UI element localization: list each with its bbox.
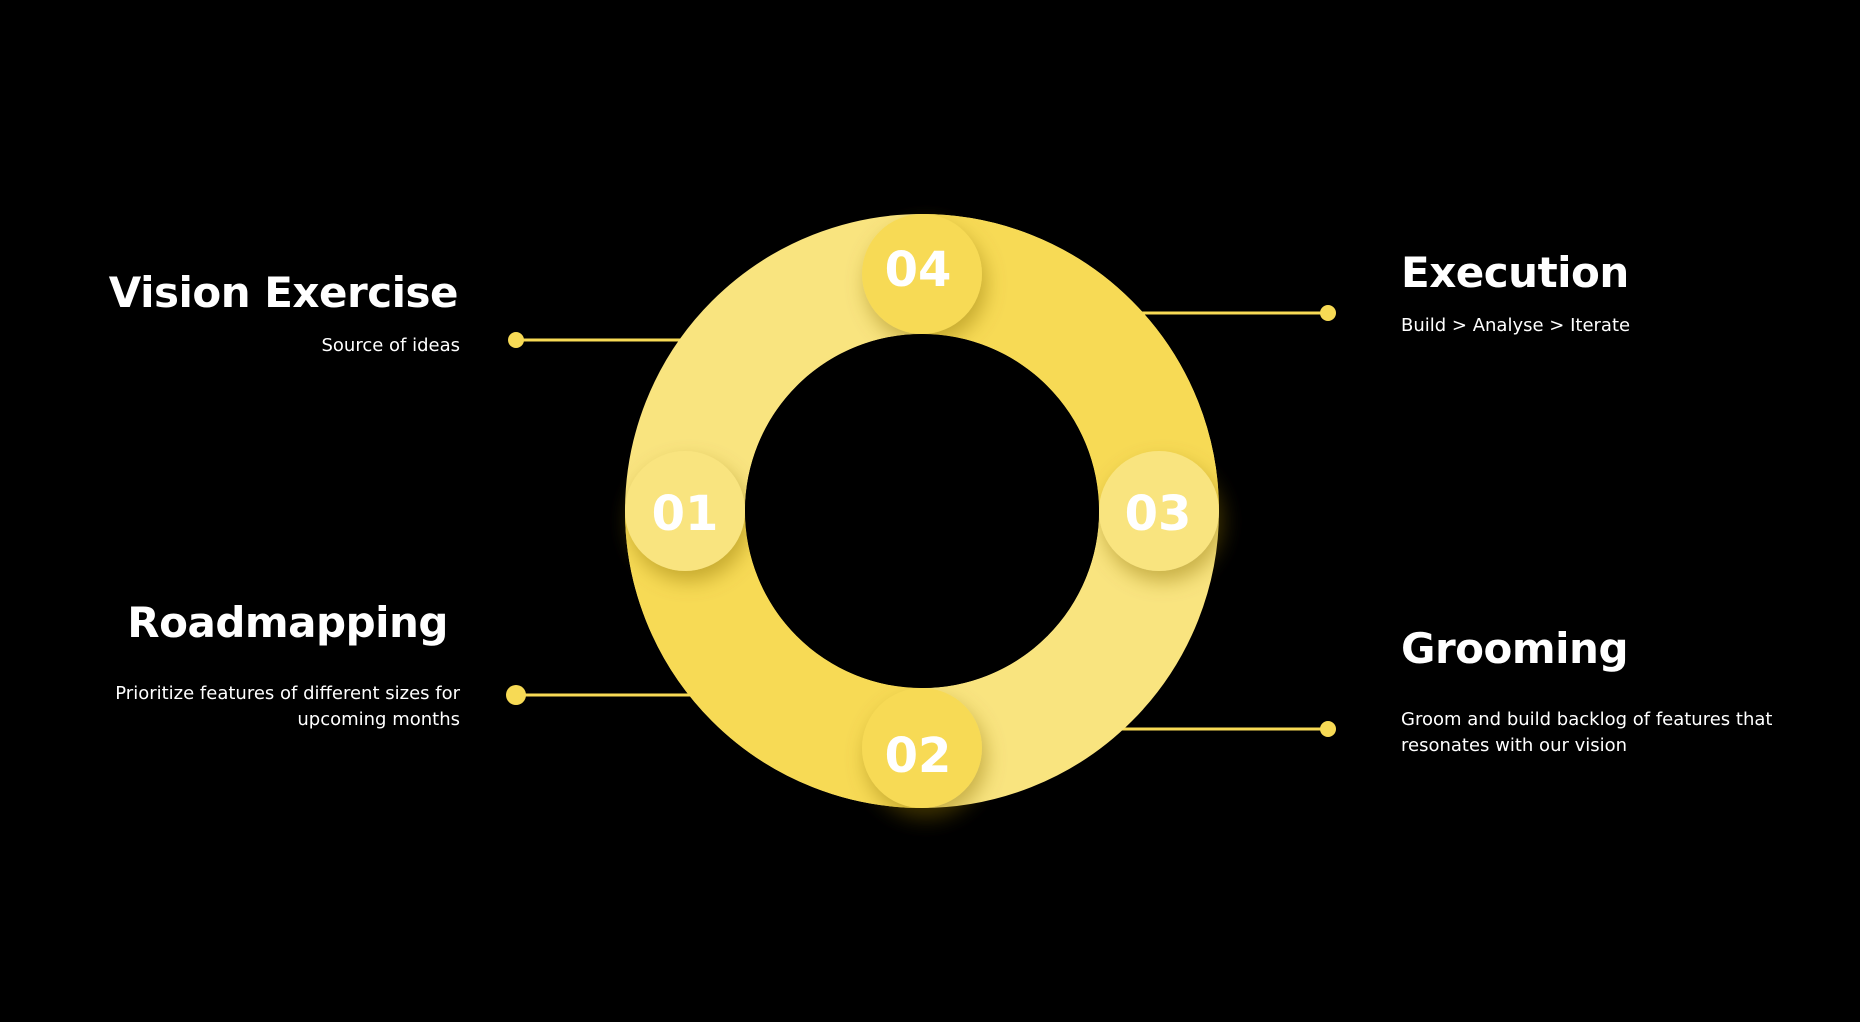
stage-title-execution: Execution [1401,248,1629,297]
stage-desc-execution: Build > Analyse > Iterate [1401,315,1631,336]
stage-title-roadmapping: Roadmapping [127,598,448,647]
connector-dot-grooming [1320,721,1336,737]
stage-number-02: 02 [885,728,952,784]
connector-execution [1140,305,1336,321]
connector-dot-execution [1320,305,1336,321]
stage-number-01: 01 [652,486,719,542]
stage-title-vision: Vision Exercise [108,268,459,317]
connector-vision [508,332,683,348]
connector-dot-vision [508,332,524,348]
ring [625,214,1219,808]
cap-01 [625,451,745,571]
stage-title-grooming: Grooming [1401,624,1629,673]
stage-number-03: 03 [1125,486,1192,542]
stage-desc-vision: Source of ideas [321,335,460,356]
connector-roadmapping [506,685,700,705]
cap-02 [862,688,982,808]
stage-number-04: 04 [885,242,952,298]
connector-dot-roadmapping [506,685,526,705]
cap-04 [862,214,982,334]
cap-03 [1099,451,1219,571]
stage-desc-grooming: Groom and build backlog of features that… [1401,709,1773,756]
stage-desc-roadmapping: Prioritize features of different sizes f… [115,683,460,730]
connector-grooming [1110,721,1336,737]
